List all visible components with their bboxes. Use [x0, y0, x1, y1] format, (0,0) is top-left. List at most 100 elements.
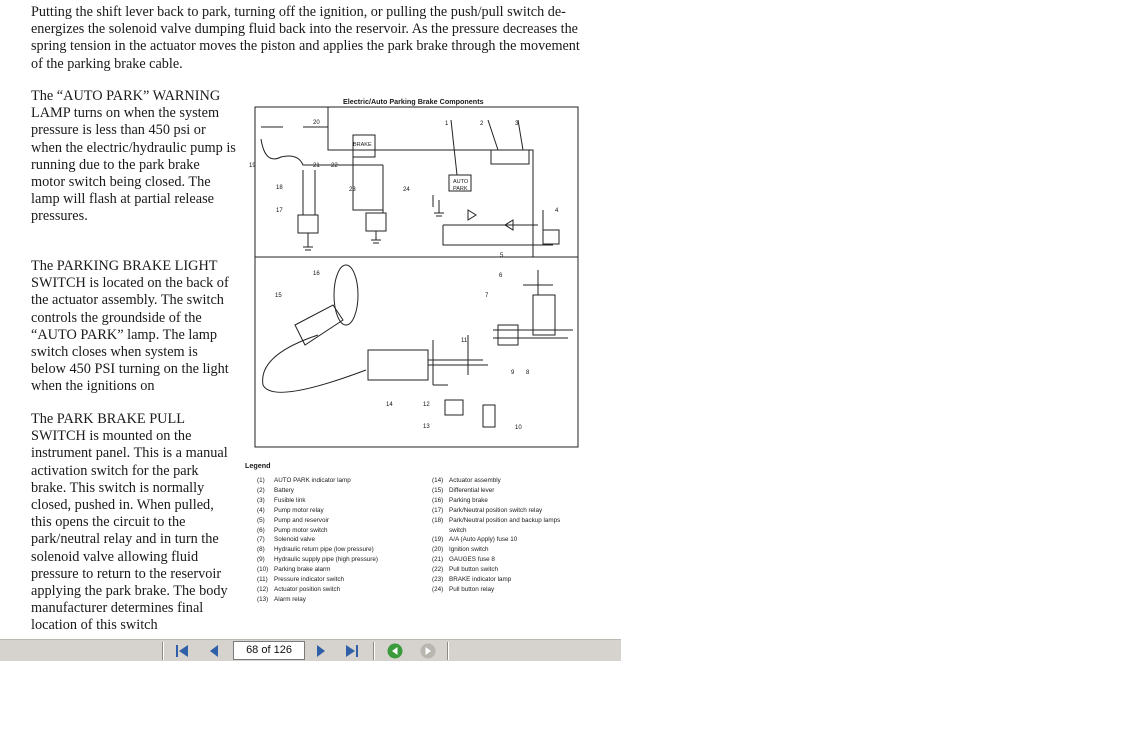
legend-item: (14) Actuator assembly — [432, 476, 560, 486]
fuse-wire — [260, 138, 383, 166]
alarm-relay — [444, 399, 464, 416]
legend-item: (4)Pump motor relay — [257, 506, 378, 516]
legend-text: Pump and reservoir — [274, 516, 329, 524]
legend-number: (3) — [257, 496, 265, 504]
legend-number: (18) — [432, 516, 444, 524]
diagram-label-auto: AUTO — [453, 179, 469, 185]
legend-text: BRAKE indicator lamp — [449, 576, 512, 584]
first-page-icon — [176, 645, 188, 657]
battery — [490, 149, 530, 165]
parking-brake-drum — [333, 264, 359, 326]
pull-button-relay — [365, 212, 387, 232]
legend-item: (1)AUTO PARK indicator lamp — [257, 476, 378, 486]
last-page-button[interactable] — [342, 641, 362, 661]
page-number-field[interactable]: 68 of 126 — [233, 641, 305, 660]
legend-text: GAUGES fuse 8 — [449, 556, 495, 564]
diagram-callout: 20 — [313, 120, 320, 126]
diagram-callout: 16 — [313, 271, 320, 277]
legend-text: Pressure indicator switch — [274, 576, 344, 584]
legend-item: (8)Hydraulic return pipe (low pressure) — [257, 545, 378, 555]
legend-item: (15)Differential lever — [432, 486, 560, 496]
previous-page-icon — [210, 645, 218, 657]
legend-number: (19) — [432, 536, 444, 544]
legend-text: Hydraulic supply pipe (high pressure) — [274, 556, 378, 564]
legend-item: (16)Parking brake — [432, 496, 560, 506]
diagram-callout: 13 — [423, 424, 430, 430]
legend-number: (13) — [257, 595, 269, 603]
diagram-callout: 8 — [526, 370, 530, 376]
legend-item: (17)Park/Neutral position switch relay — [432, 506, 560, 516]
next-page-icon — [317, 645, 325, 657]
diagram-callout: 10 — [515, 425, 522, 431]
diagram-callout: 24 — [403, 187, 410, 193]
legend-left-column: (1)AUTO PARK indicator lamp(2)Battery(3)… — [257, 476, 378, 605]
legend-right-column: (14) Actuator assembly (15)Differential le… — [432, 476, 560, 595]
legend-item: (19) A/A (Auto Apply) fuse 10 — [432, 535, 560, 545]
legend-number: (16) — [432, 496, 444, 504]
legend-text: Actuator position switch — [274, 585, 341, 593]
legend-item: (12) Actuator position switch — [257, 585, 378, 595]
legend-text: Pump motor switch — [274, 526, 328, 534]
diagram-callout: 9 — [511, 370, 515, 376]
differential-lever — [294, 304, 344, 346]
legend-item: (18) Park/Neutral position and backup lam… — [432, 516, 560, 526]
parking-brake-alarm — [482, 404, 496, 428]
toolbar-separator — [162, 642, 164, 660]
diagram-callout: 22 — [331, 163, 338, 169]
diagram-callout: 3 — [515, 121, 519, 127]
wiring-diagram-figure: Electric/Auto Parking Brake Components — [243, 95, 583, 605]
legend-number: (6) — [257, 526, 265, 534]
legend-item: (22)Pull button switch — [432, 565, 560, 575]
legend-text: Solenoid valve — [274, 536, 315, 544]
diagram-callout: 17 — [276, 208, 283, 214]
legend-text-continued: switch — [449, 526, 467, 534]
diagram-callout: 15 — [275, 293, 282, 299]
legend-number: (21) — [432, 556, 444, 564]
document-viewer: Putting the shift lever back to park, tu… — [0, 0, 621, 661]
legend-text: Park/Neutral position and backup lamps — [449, 516, 561, 524]
legend-item: (13) Alarm relay — [257, 595, 378, 605]
toolbar-separator — [373, 642, 375, 660]
legend-text: Fusible link — [274, 496, 306, 504]
legend-number: (14) — [432, 477, 444, 484]
diagram-callout: 4 — [555, 208, 559, 214]
legend-text: Ignition switch — [449, 546, 489, 554]
legend-item: (7)Solenoid valve — [257, 535, 378, 545]
actuator-assembly — [367, 349, 429, 381]
first-page-button[interactable] — [172, 641, 192, 661]
legend-item: (24)Pull button relay — [432, 585, 560, 595]
legend-number: (24) — [432, 585, 444, 593]
diagram-callout: 18 — [276, 185, 283, 191]
legend-number: (22) — [432, 566, 444, 574]
diagram-callout: 1 — [445, 121, 449, 127]
diagram-label-park: PARK — [453, 186, 468, 192]
legend-text: Pump motor relay — [274, 506, 324, 514]
diagram-callout: 21 — [313, 163, 320, 169]
legend-item: (5)Pump and reservoir — [257, 516, 378, 526]
lower-frame — [254, 256, 579, 448]
legend-text: Battery — [274, 486, 294, 494]
go-back-button[interactable] — [385, 641, 405, 661]
diagram-callout: 19 — [249, 163, 256, 169]
go-forward-button[interactable] — [418, 641, 438, 661]
legend-number: (15) — [432, 486, 444, 494]
auto-park-paragraph: The “AUTO PARK” WARNING LAMP turns on wh… — [31, 88, 236, 225]
next-page-button[interactable] — [311, 641, 331, 661]
legend-item: (3) Fusible link — [257, 496, 378, 506]
diagram-callout: 23 — [349, 187, 356, 193]
legend-text: Alarm relay — [274, 595, 306, 603]
pdf-navigation-toolbar: 68 of 126 — [0, 638, 621, 661]
toolbar-separator — [447, 642, 449, 660]
legend-text: Parking brake alarm — [274, 566, 331, 574]
solenoid-valve — [497, 324, 519, 346]
legend-text: A/A (Auto Apply) fuse 10 — [449, 536, 518, 544]
previous-page-button[interactable] — [204, 641, 224, 661]
legend-text: Hydraulic return pipe (low pressure) — [274, 546, 374, 554]
legend-number: (12) — [257, 585, 269, 593]
auto-park-lamp — [448, 174, 472, 192]
diagram-callout: 5 — [500, 253, 504, 259]
diagram-callout: 6 — [499, 273, 503, 279]
legend-text: Actuator assembly — [449, 477, 501, 484]
go-forward-icon — [420, 643, 436, 659]
legend-item: (2)Battery — [257, 486, 378, 496]
